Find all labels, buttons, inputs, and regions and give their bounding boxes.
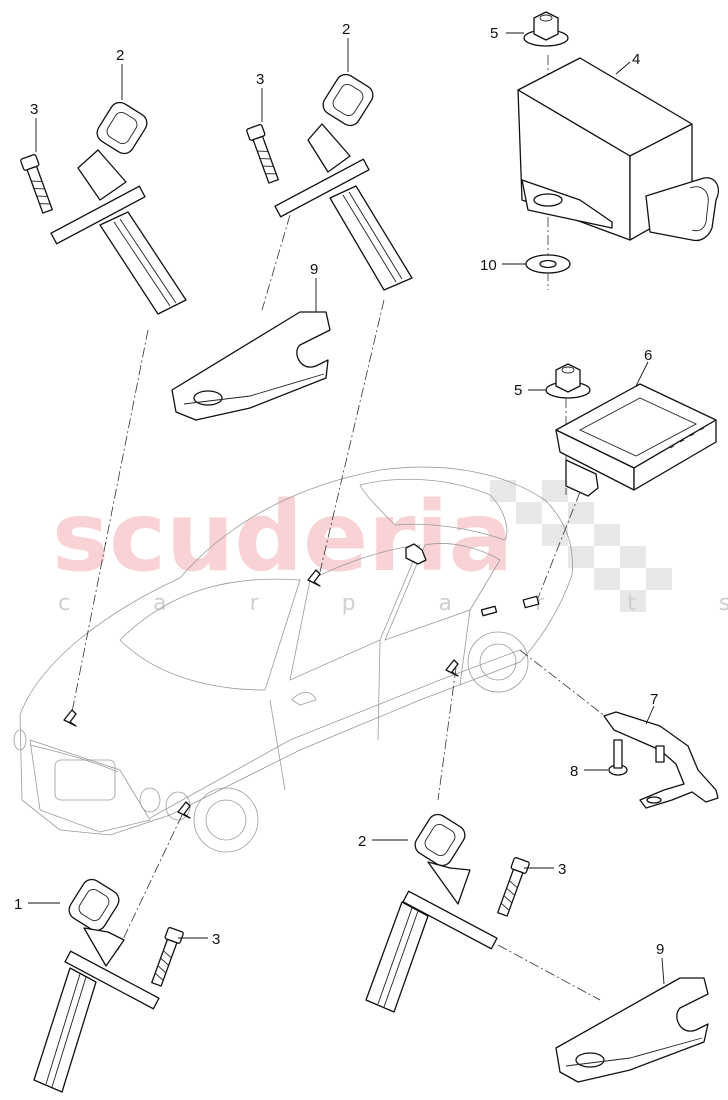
callout-9-upper: 9 <box>310 261 318 278</box>
callout-8: 8 <box>570 763 578 780</box>
bracket-9-upper <box>171 311 331 421</box>
nut-5-top <box>523 11 569 47</box>
module-6 <box>555 383 717 497</box>
callout-5-middle: 5 <box>514 382 522 399</box>
callout-labels: 2 3 2 3 5 4 10 9 6 5 7 8 2 3 1 3 9 <box>14 21 664 958</box>
bolt-3-top-middle <box>246 123 279 184</box>
sensor-1-bottom-left <box>33 878 160 1093</box>
callout-2-bottom-right: 2 <box>358 833 366 850</box>
callout-5-top: 5 <box>490 25 498 42</box>
callout-4: 4 <box>632 51 640 68</box>
control-unit-location <box>405 543 427 565</box>
sensor-2-top-left <box>50 101 187 315</box>
watermark: scuderia c a r p a r t s <box>52 480 728 616</box>
callout-6: 6 <box>644 347 652 364</box>
sensor-location-roof <box>307 569 321 587</box>
screw-8 <box>608 739 628 776</box>
callout-3-bottom-right: 3 <box>558 861 566 878</box>
sensor-location-front-wheel <box>177 801 191 819</box>
nut-5-middle <box>545 363 591 399</box>
watermark-brand: scuderia <box>52 481 513 593</box>
washer-10 <box>525 254 571 274</box>
callout-7: 7 <box>650 691 658 708</box>
callout-3-bottom-left: 3 <box>212 931 220 948</box>
sensor-2-bottom-right <box>365 813 498 1013</box>
bolt-3-bottom-left <box>151 926 184 987</box>
module-location-b <box>522 595 540 609</box>
sensor-location-rear <box>445 659 459 677</box>
wiring-bracket-7 <box>603 711 719 809</box>
callout-2-top-left: 2 <box>116 47 124 64</box>
control-unit-4 <box>517 57 719 242</box>
bracket-9-lower <box>555 977 709 1083</box>
callout-10: 10 <box>480 257 497 274</box>
vehicle-outline <box>13 466 573 853</box>
bolt-3-bottom-right <box>497 856 530 917</box>
module-location-a <box>480 605 498 617</box>
callout-1: 1 <box>14 896 22 913</box>
callout-9-lower: 9 <box>656 941 664 958</box>
leader-lines <box>28 32 665 985</box>
sensor-location-front <box>63 709 77 727</box>
callout-2-top-middle: 2 <box>342 21 350 38</box>
callout-3-top-middle: 3 <box>256 71 264 88</box>
watermark-tagline: c a r p a r t s <box>58 591 728 616</box>
bolt-3-top-left <box>20 153 53 214</box>
checkered-flag-graphic <box>490 480 672 612</box>
callout-3-top-left: 3 <box>30 101 38 118</box>
sensor-2-top-middle <box>274 73 413 291</box>
